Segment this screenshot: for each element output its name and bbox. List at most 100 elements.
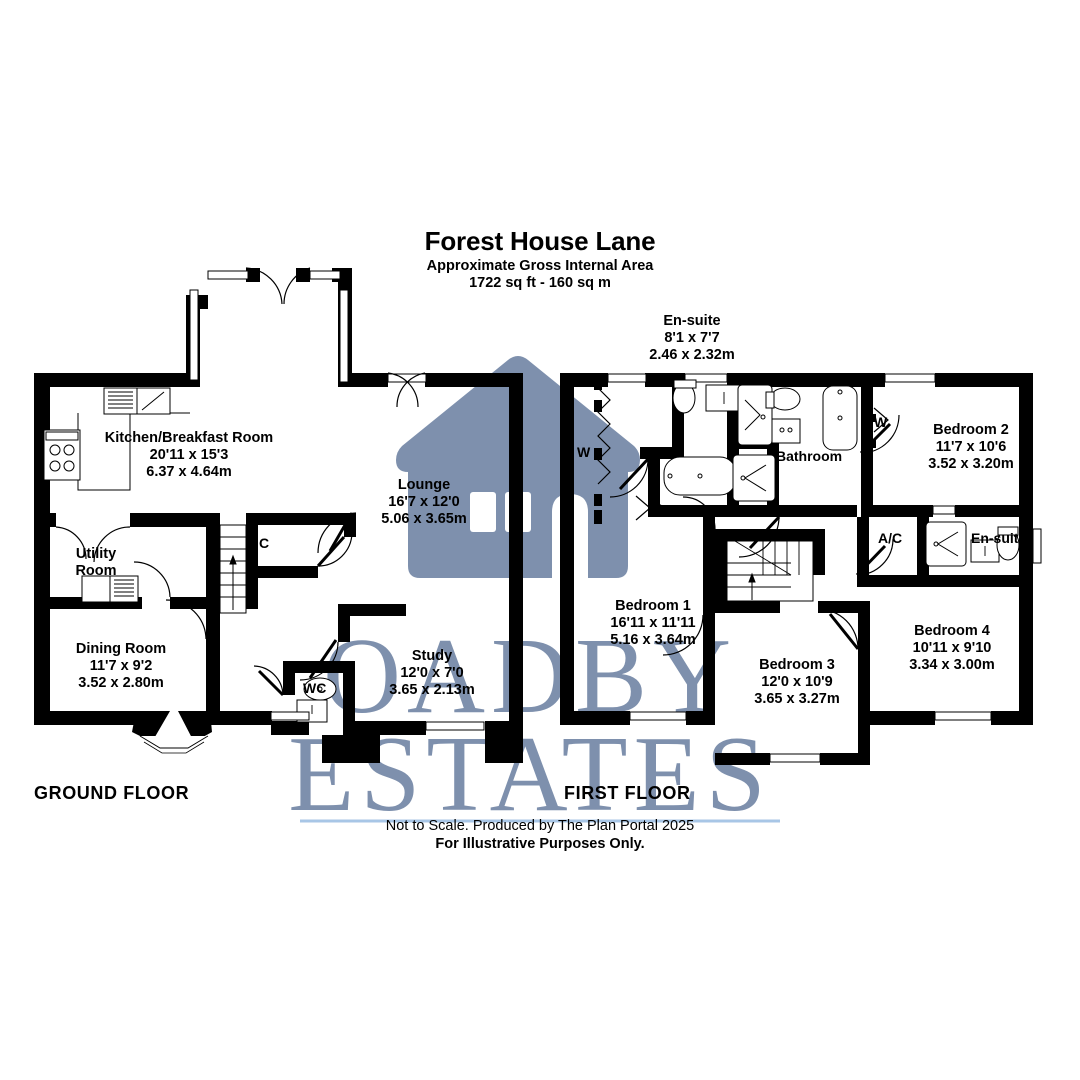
ff-wall-bed2-left: [861, 373, 873, 453]
ff-wall-bed3-right2: [858, 649, 870, 765]
ff-wall-bed3-top2: [818, 601, 858, 613]
room-name: Kitchen/Breakfast Room: [104, 430, 274, 446]
room-name: En-suite: [663, 313, 721, 329]
gf-door-kitchen-hall-leaf: [328, 512, 354, 552]
ff-window-bed3-bot: [769, 753, 821, 763]
label-wc: WC: [303, 680, 327, 696]
gf-door-porch-right: [283, 267, 311, 305]
room-name-2: Room: [75, 563, 117, 579]
gf-hob-ring-1: [49, 444, 61, 456]
ff-ens1-shower-arrow: [744, 399, 761, 431]
gf-wall-wc-bottom: [271, 721, 309, 735]
room-metric: 3.52 x 3.20m: [928, 456, 1014, 472]
room-label-bedroom-1: Bedroom 1 16'11 x 11'11 5.16 x 3.64m: [610, 598, 695, 649]
gf-door-porch-left: [245, 267, 283, 305]
gf-window-hall: [387, 373, 427, 383]
floor-label-first: FIRST FLOOR: [564, 783, 691, 803]
label-ensuite-2: En-suite: [971, 530, 1027, 546]
gf-door-utility-right: [133, 561, 171, 598]
room-imperial: 8'1 x 7'7: [664, 330, 720, 346]
ff-ens2-cistern: [997, 526, 1019, 536]
ff-wall-bed2-left2: [861, 453, 873, 517]
ff-window-top-c: [884, 373, 936, 383]
footer-line-2: For Illustrative Purposes Only.: [435, 836, 645, 852]
ff-ens2-shower: [925, 521, 967, 567]
gf-wall-study-left: [338, 604, 350, 642]
gf-wall-dining-right: [206, 597, 220, 717]
gf-hob-ring-3: [49, 460, 61, 472]
ff-wall-ens2-right: [1019, 517, 1033, 587]
gf-window-porch-right: [309, 270, 341, 280]
gf-wall-porch-jamb-a: [246, 268, 260, 282]
gf-door-dining: [165, 599, 207, 640]
room-label-bedroom-4: Bedroom 4 10'11 x 9'10 3.34 x 3.00m: [909, 623, 994, 674]
gf-door-hall-top-right: [396, 372, 426, 408]
ff-wall-top-d: [935, 373, 1033, 387]
ff-stairs: [726, 540, 814, 602]
room-metric: 5.06 x 3.65m: [381, 511, 467, 527]
gf-wall-porch-jamb-b: [296, 268, 310, 282]
gf-door-hall-top-left: [387, 372, 419, 408]
gf-wall-wc-bottom3: [322, 735, 380, 763]
gf-wall-hall-bottom: [220, 711, 246, 725]
ff-door-bath-leaf: [748, 515, 781, 550]
gf-bay-corner-right: [178, 711, 212, 742]
room-label-utility: Utility Room: [75, 546, 116, 580]
room-name: Study: [411, 648, 453, 664]
ff-window-bed1-bot: [629, 711, 687, 721]
ff-wall-right: [1019, 373, 1033, 525]
ff-door-bed2-leaf: [859, 422, 892, 455]
room-imperial: 12'0 x 10'9: [761, 674, 833, 690]
room-label-bedroom-2: Bedroom 2 11'7 x 10'6 3.52 x 3.20m: [928, 422, 1013, 473]
room-metric: 3.52 x 2.80m: [78, 675, 164, 691]
room-metric: 6.37 x 4.64m: [146, 464, 232, 480]
ff-wall-landing-left: [715, 529, 727, 605]
ff-wall-bed4-right: [1019, 587, 1033, 725]
gf-cooker-back: [45, 431, 79, 441]
ff-wall-bed4-bot: [870, 711, 935, 725]
gf-wall-wc-right: [343, 661, 355, 733]
room-metric: 3.65 x 3.27m: [754, 691, 840, 707]
gf-wall-hall-top2: [425, 373, 523, 387]
ff-ens1-shower: [737, 384, 773, 446]
ff-window-bed2-bot: [932, 505, 956, 515]
room-label-study: Study 12'0 x 7'0 3.65 x 2.13m: [389, 648, 474, 699]
room-name: Bedroom 1: [615, 598, 691, 614]
ff-wall-ens1-bot: [640, 447, 684, 459]
gf-wall-cupboard-bottom: [246, 566, 318, 578]
floor-label-ground: GROUND FLOOR: [34, 783, 190, 803]
gf-wall-kitchen-top: [34, 373, 192, 387]
room-imperial: 11'7 x 10'6: [935, 439, 1007, 455]
gf-hob-ring-2: [63, 444, 75, 456]
gf-stairs-arrowhead: [229, 554, 237, 565]
ff-wall-bed3-bot2: [820, 753, 870, 765]
ff-wall-bed1-bot2: [686, 711, 715, 725]
ff-window-ens2-right: [1032, 528, 1042, 564]
gf-window-porch-left: [207, 270, 249, 280]
room-name: Bedroom 2: [933, 422, 1009, 438]
label-wardrobe-3: W: [874, 414, 888, 430]
label-bathroom: Bathroom: [776, 448, 843, 464]
ff-wall-notch-r: [1019, 517, 1033, 529]
page-title: Forest House Lane: [424, 226, 656, 256]
room-label-kitchen: Kitchen/Breakfast Room 20'11 x 15'3 6.37…: [105, 430, 273, 481]
gf-sink-tap: [141, 391, 165, 411]
room-metric: 2.46 x 2.32m: [649, 347, 735, 363]
gf-wall-study-bottom: [378, 721, 426, 735]
room-imperial: 10'11 x 9'10: [912, 640, 992, 656]
ff-door-ac: [856, 538, 894, 576]
room-metric: 3.34 x 3.00m: [909, 657, 995, 673]
room-metric: 3.65 x 2.13m: [389, 682, 475, 698]
room-name: Lounge: [397, 477, 451, 493]
ff-door-bath: [738, 516, 780, 558]
gf-door-hall-kitchen: [317, 512, 357, 554]
gf-bay-glazing: [139, 735, 209, 749]
gf-wall-utility-top: [34, 513, 56, 527]
ff-window-top-a: [607, 373, 647, 383]
gf-door-cupboard: [317, 532, 353, 567]
gf-hob-ring-4: [63, 460, 75, 472]
gf-wall-study-top: [338, 604, 406, 616]
room-label-dining: Dining Room 11'7 x 9'2 3.52 x 2.80m: [76, 641, 166, 692]
